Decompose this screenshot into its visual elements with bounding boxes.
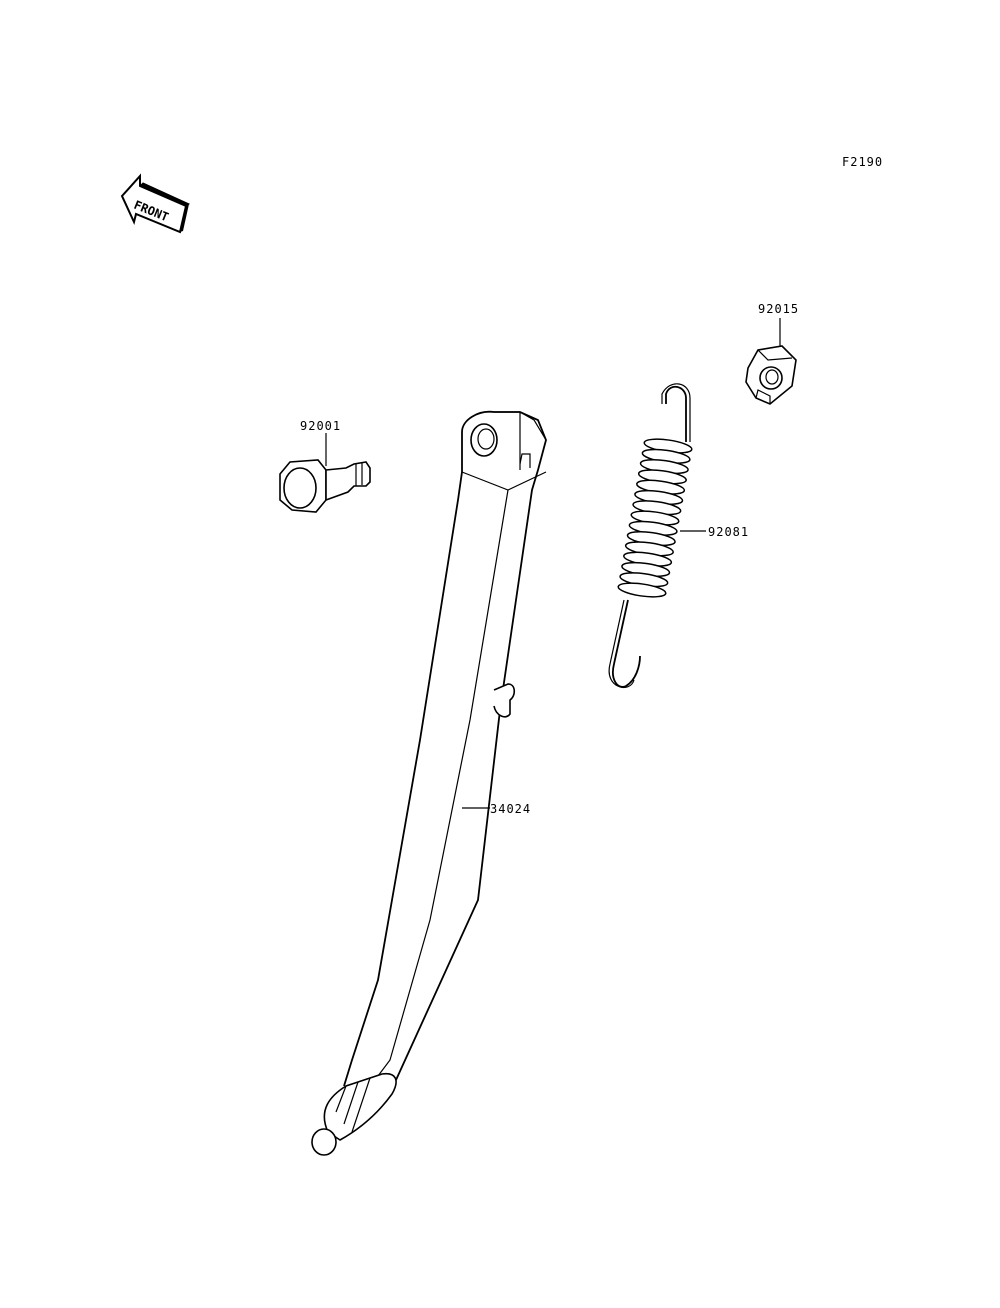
figure-code: F2190	[842, 155, 883, 169]
part-label-92001: 92001	[300, 419, 341, 433]
bolt-icon	[279, 433, 371, 513]
part-label-34024: 34024	[490, 802, 531, 816]
spring-coils	[617, 438, 693, 598]
spring-icon	[608, 383, 706, 689]
part-label-92081: 92081	[708, 525, 749, 539]
hex-nut-icon	[745, 318, 797, 405]
side-stand-icon	[311, 410, 547, 1156]
front-arrow-icon: FRONT	[120, 173, 191, 234]
spring-coil	[617, 582, 667, 598]
part-label-92015: 92015	[758, 302, 799, 316]
